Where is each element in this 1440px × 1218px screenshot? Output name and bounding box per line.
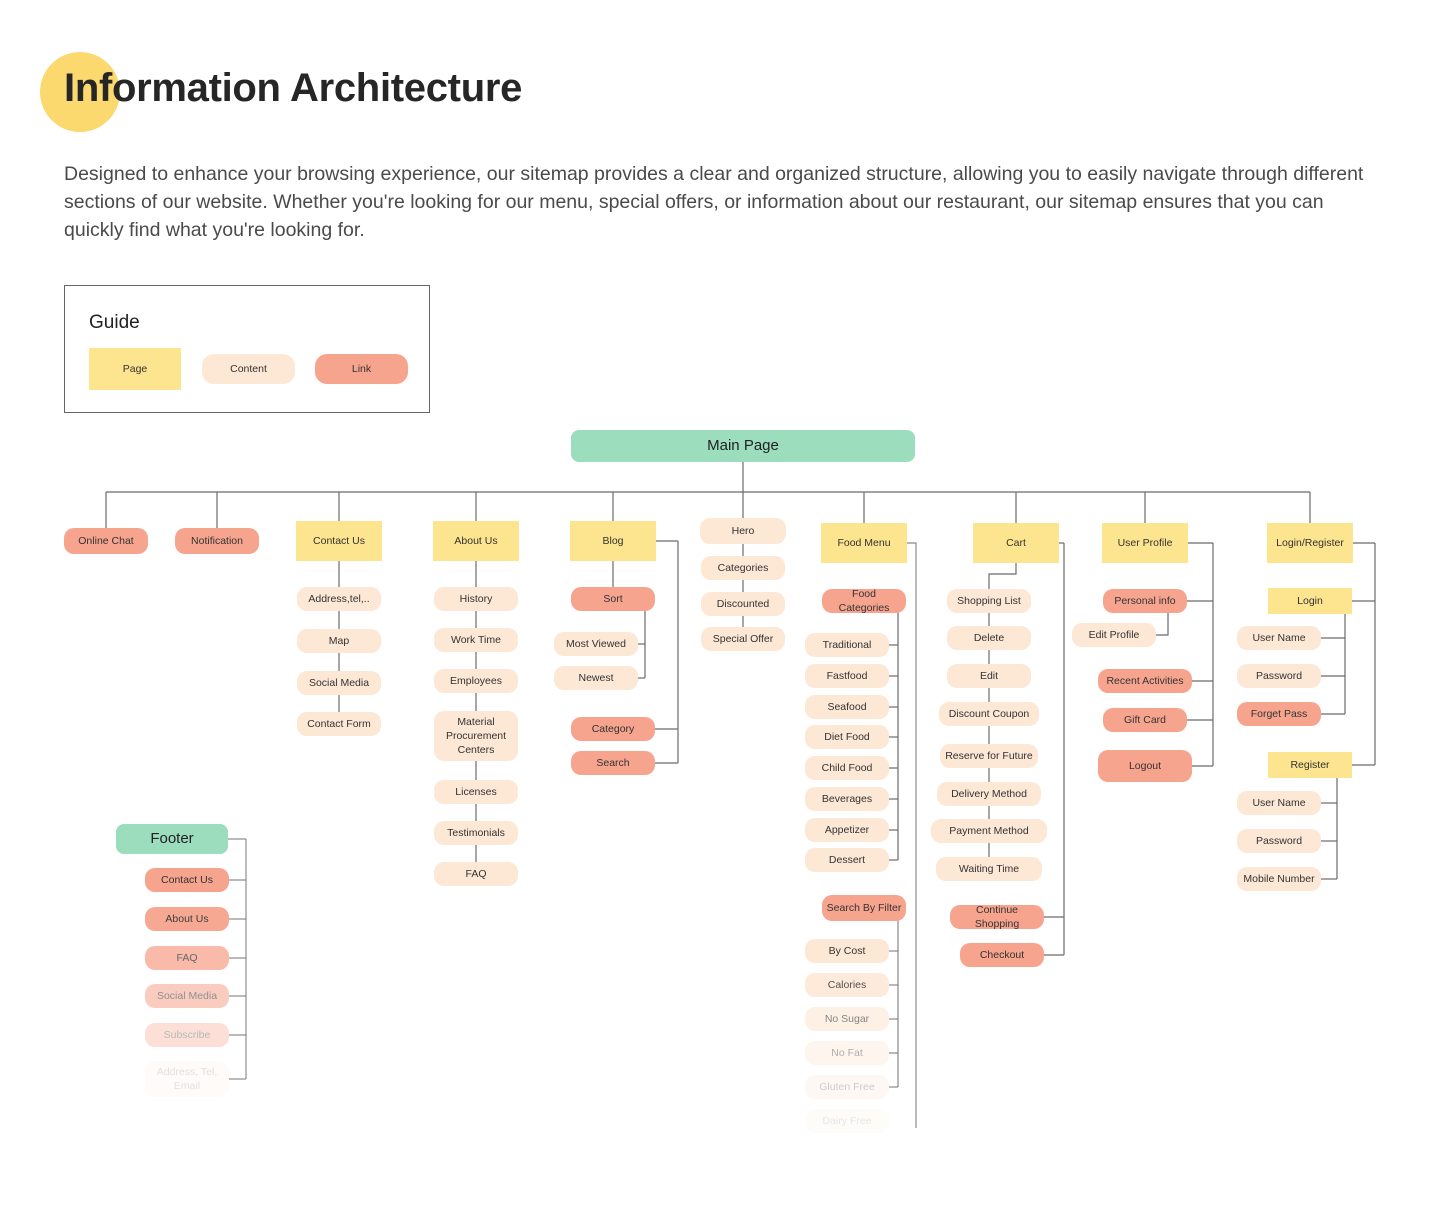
node-dairy-free: Dairy Free <box>805 1109 889 1133</box>
node-special-offer: Special Offer <box>701 627 785 651</box>
node-licenses: Licenses <box>434 780 518 804</box>
node-material-procurement-centers: Material Procurement Centers <box>434 711 518 761</box>
node-most-viewed: Most Viewed <box>554 632 638 656</box>
node-footer-subscribe: Subscribe <box>145 1023 229 1047</box>
node-search: Search <box>571 751 655 775</box>
node-discounted: Discounted <box>701 592 785 616</box>
node-child-food: Child Food <box>805 756 889 780</box>
node-register-password: Password <box>1237 829 1321 853</box>
node-dessert: Dessert <box>805 848 889 872</box>
node-logout: Logout <box>1098 750 1192 782</box>
node-seafood: Seafood <box>805 695 889 719</box>
legend-content-swatch: Content <box>202 354 295 384</box>
node-address-tel: Address,tel,.. <box>297 587 381 611</box>
node-footer-about-us: About Us <box>145 907 229 931</box>
node-gift-card: Gift Card <box>1103 708 1187 732</box>
node-history: History <box>434 587 518 611</box>
node-continue-shopping: Continue Shopping <box>950 904 1044 930</box>
legend-page-swatch: Page <box>89 348 181 390</box>
node-gluten-free: Gluten Free <box>805 1075 889 1099</box>
node-login-forget-pass: Forget Pass <box>1237 702 1321 726</box>
node-register-mobile-number: Mobile Number <box>1237 867 1321 891</box>
node-footer: Footer <box>116 824 228 854</box>
node-register-user-name: User Name <box>1237 791 1321 815</box>
node-delivery-method: Delivery Method <box>937 782 1041 806</box>
node-online-chat: Online Chat <box>64 528 148 554</box>
node-login-user-name: User Name <box>1237 626 1321 650</box>
node-footer-address-tel-email: Address, Tel, Email <box>145 1061 229 1097</box>
node-footer-faq: FAQ <box>145 946 229 970</box>
node-traditional: Traditional <box>805 633 889 657</box>
node-login-password: Password <box>1237 664 1321 688</box>
node-social-media: Social Media <box>297 671 381 695</box>
legend-title: Guide <box>89 312 140 333</box>
node-appetizer: Appetizer <box>805 818 889 842</box>
node-calories: Calories <box>805 973 889 997</box>
node-cart: Cart <box>973 523 1059 563</box>
node-footer-social-media: Social Media <box>145 984 229 1008</box>
node-delete: Delete <box>947 626 1031 650</box>
node-reserve-for-future: Reserve for Future <box>940 744 1038 768</box>
node-edit-profile: Edit Profile <box>1072 623 1156 647</box>
node-recent-activities: Recent Activities <box>1098 669 1192 693</box>
title-accent-dot <box>40 52 120 132</box>
node-waiting-time: Waiting Time <box>936 857 1042 881</box>
page-title: Information Architecture <box>64 66 523 110</box>
node-fastfood: Fastfood <box>805 664 889 688</box>
node-user-profile: User Profile <box>1102 523 1188 563</box>
node-contact-us: Contact Us <box>296 521 382 561</box>
node-by-cost: By Cost <box>805 939 889 963</box>
node-about-us: About Us <box>433 521 519 561</box>
node-diet-food: Diet Food <box>805 725 889 749</box>
node-login: Login <box>1268 588 1352 614</box>
node-beverages: Beverages <box>805 787 889 811</box>
node-employees: Employees <box>434 669 518 693</box>
node-hero: Hero <box>700 518 786 544</box>
node-main-page: Main Page <box>571 430 915 462</box>
node-categories: Categories <box>701 556 785 580</box>
node-register: Register <box>1268 752 1352 778</box>
node-edit: Edit <box>947 664 1031 688</box>
node-faq: FAQ <box>434 862 518 886</box>
node-search-by-filter: Search By Filter <box>822 895 906 921</box>
node-map: Map <box>297 629 381 653</box>
node-testimonials: Testimonials <box>434 821 518 845</box>
node-personal-info: Personal info <box>1103 589 1187 613</box>
node-discount-coupon: Discount Coupon <box>939 702 1039 726</box>
node-sort: Sort <box>571 587 655 611</box>
node-notification: Notification <box>175 528 259 554</box>
node-blog: Blog <box>570 521 656 561</box>
connector-line <box>988 563 1017 589</box>
node-food-categories: Food Categories <box>822 588 906 614</box>
node-no-sugar: No Sugar <box>805 1007 889 1031</box>
node-payment-method: Payment Method <box>931 819 1047 843</box>
node-no-fat: No Fat <box>805 1041 889 1065</box>
legend-guide: Guide Page Content Link <box>64 285 430 413</box>
node-work-time: Work Time <box>434 628 518 652</box>
node-checkout: Checkout <box>960 943 1044 967</box>
node-footer-contact-us: Contact Us <box>145 868 229 892</box>
node-login-register: Login/Register <box>1267 523 1353 563</box>
node-food-menu: Food Menu <box>821 523 907 563</box>
node-shopping-list: Shopping List <box>947 589 1031 613</box>
intro-paragraph: Designed to enhance your browsing experi… <box>64 163 1364 241</box>
node-newest: Newest <box>554 666 638 690</box>
legend-link-swatch: Link <box>315 354 408 384</box>
node-contact-form: Contact Form <box>297 712 381 736</box>
connector-line <box>907 542 917 1128</box>
node-category: Category <box>571 717 655 741</box>
